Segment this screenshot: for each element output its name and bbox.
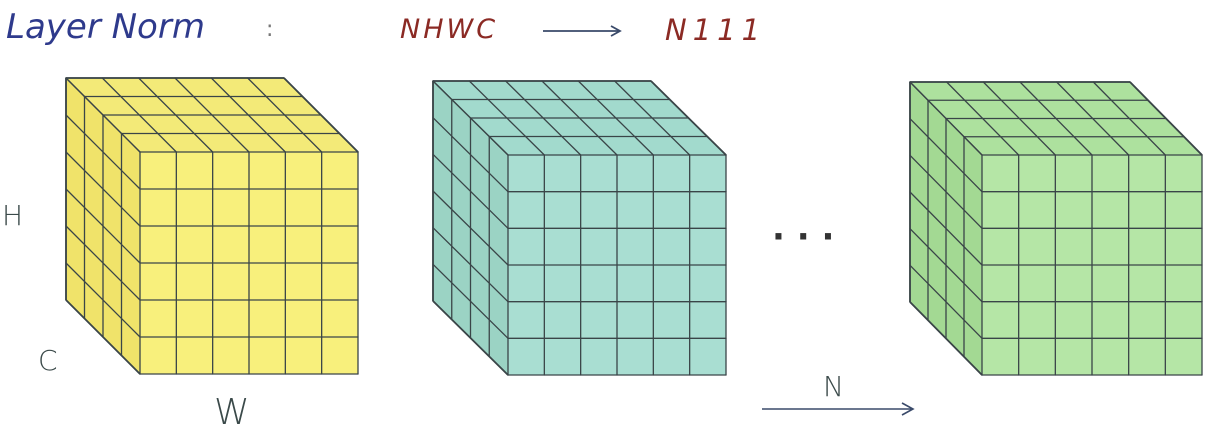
width-axis-label: W: [214, 392, 250, 429]
batch-axis-label: N: [823, 370, 844, 403]
ellipsis: · · ·: [772, 217, 834, 257]
shape-transform-arrow-icon: [543, 25, 622, 37]
cube-teal: [432, 80, 727, 376]
batch-arrow-icon: [762, 402, 915, 416]
title-colon: :: [266, 17, 273, 42]
cube-yellow: [65, 77, 359, 375]
shape-from-label: NHWC: [400, 14, 498, 45]
shape-to-label: N111: [665, 13, 766, 47]
height-axis-label: H: [2, 199, 23, 232]
cube-outline: [65, 77, 359, 375]
diagram-title: Layer Norm: [6, 7, 205, 47]
cube-outline: [909, 81, 1203, 376]
cube-outline: [432, 80, 727, 376]
cube-green: [909, 81, 1203, 376]
channel-axis-label: C: [38, 344, 58, 377]
